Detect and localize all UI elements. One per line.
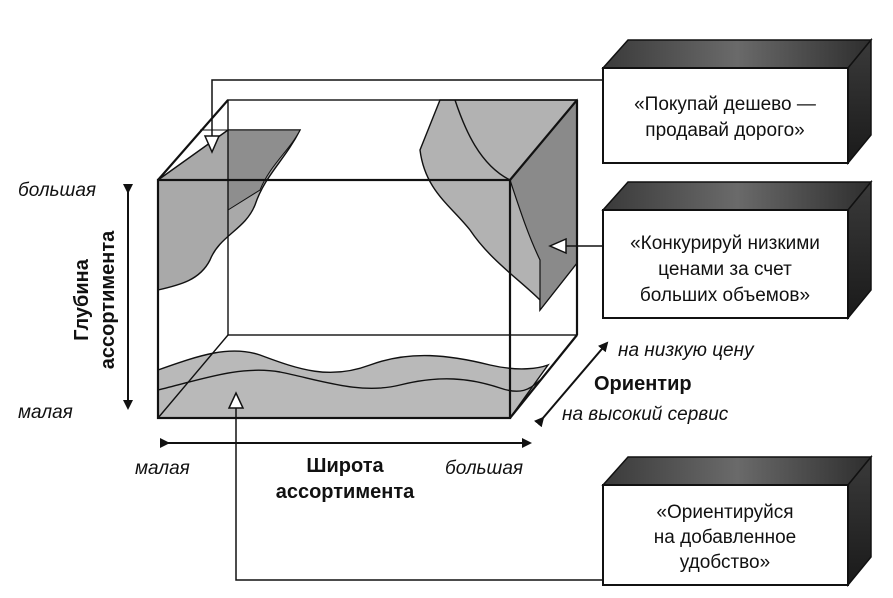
orientation-low-price-label: на низкую цену: [618, 340, 755, 361]
depth-low-label: малая: [18, 402, 73, 423]
region-added-convenience-wave: [157, 369, 541, 392]
depth-axis-title-2: ассортимента: [97, 230, 119, 369]
svg-text:продавай дорого»: продавай дорого»: [645, 120, 804, 141]
width-axis-title: Широта: [306, 455, 384, 477]
svg-text:на добавленное: на добавленное: [654, 527, 796, 548]
hollow-arrow-icon: [227, 391, 245, 409]
depth-high-label: большая: [18, 180, 96, 201]
svg-text:больших объемов»: больших объемов»: [640, 285, 810, 306]
strategy-box-1: «Покупай дешево — продавай дорого»: [601, 37, 873, 166]
cube-edge: [509, 99, 578, 181]
width-high-label: большая: [445, 458, 523, 479]
cube-front-face: [156, 178, 512, 420]
strategy-box-2: «Конкурируй низкими ценами за счет больш…: [601, 179, 873, 321]
hollow-arrow-icon: [203, 135, 221, 154]
region-buy-cheap-sell-dear-back: [200, 129, 301, 211]
svg-text:«Покупай дешево —: «Покупай дешево —: [634, 94, 816, 115]
width-axis-title-2: ассортимента: [276, 481, 415, 503]
svg-text:удобство»: удобство»: [680, 552, 770, 573]
svg-text:ценами за счет: ценами за счет: [658, 259, 792, 280]
region-added-convenience: [157, 350, 550, 419]
orientation-axis-title: Ориентир: [594, 373, 692, 395]
orientation-axis-arrow: [534, 341, 609, 428]
svg-text:«Ориентируйся: «Ориентируйся: [656, 502, 793, 523]
cube-edge: [157, 334, 229, 419]
region-low-price-volume-side: [509, 98, 578, 312]
orientation-high-service-label: на высокий сервис: [562, 404, 729, 425]
depth-axis-title: Глубина: [71, 258, 93, 341]
connector-box-3: [235, 408, 603, 581]
hollow-arrow-icon: [548, 237, 603, 255]
connector-box-1: [211, 79, 603, 146]
width-low-label: малая: [135, 458, 190, 479]
svg-text:«Конкурируй низкими: «Конкурируй низкими: [630, 233, 820, 254]
region-low-price-curve: [454, 99, 511, 181]
cube-edge: [157, 99, 229, 181]
strategy-box-3: «Ориентируйся на добавленное удобство»: [601, 454, 873, 588]
